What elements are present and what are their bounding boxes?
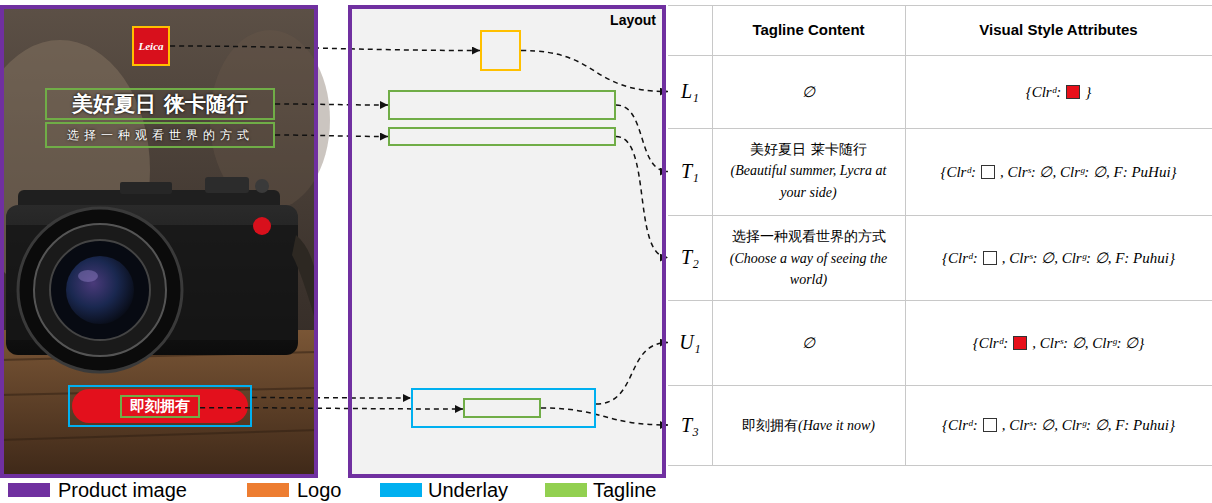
- table-grid: [668, 5, 1212, 466]
- node-text: T₃: [681, 414, 699, 437]
- layout-logo-box: [480, 30, 521, 71]
- legend-text: Underlay: [428, 479, 508, 501]
- table-cell-text: ∅: [802, 84, 815, 100]
- cell-content: {Clrᵈ: , Clrˢ: ∅, Clrᵍ: ∅, F: PuHui}: [940, 161, 1176, 183]
- row-label-cell: T₁: [668, 128, 712, 215]
- table-cell-text: {Clrᵈ:: [1026, 84, 1062, 100]
- dashed-arrow: [252, 397, 411, 399]
- legend-swatch: [8, 483, 50, 497]
- layout-panel: Layout: [348, 5, 666, 478]
- layout-underlay-box: [411, 388, 596, 428]
- node-text: 即刻拥有: [130, 397, 190, 416]
- node-text: T₂: [681, 246, 699, 269]
- table-cell-text: (Choose a way of seeing the world): [730, 251, 887, 288]
- cell-content: ∅: [802, 81, 815, 103]
- dashed-arrow: [275, 135, 388, 137]
- color-swatch: [1013, 336, 1027, 350]
- cell-content: {Clrᵈ: , Clrˢ: ∅, Clrᵍ: ∅}: [973, 332, 1145, 354]
- table-cell-text: 选择一种观看世界的方式: [732, 228, 886, 244]
- cell-content: 即刻拥有(Have it now): [742, 414, 875, 436]
- legend-text: Tagline: [593, 479, 656, 501]
- dashed-arrow: [596, 343, 668, 405]
- color-swatch: [983, 418, 997, 432]
- cell-content: Visual Style Attributes: [979, 19, 1137, 41]
- cell-content: {Clrᵈ:}: [1026, 81, 1092, 103]
- dashed-arrow: [200, 408, 463, 409]
- row-label-cell: T₃: [668, 385, 712, 465]
- tagline-box: 选择一种观看世界的方式: [45, 122, 275, 148]
- node-text: 选择一种观看世界的方式: [67, 127, 254, 144]
- legend-text: Logo: [297, 479, 342, 501]
- table-cell-text: {Clrᵈ:: [940, 164, 976, 180]
- table-cell-text: (Beautiful summer, Lycra at your side): [731, 163, 887, 200]
- table-cell-text: , Clrˢ: ∅, Clrᵍ: ∅, F: Puhui}: [1002, 250, 1175, 266]
- row-label-cell: L₁: [668, 55, 712, 128]
- cell-content: ∅: [802, 332, 815, 354]
- tagline-box: 即刻拥有: [120, 395, 200, 418]
- table-cell: Tagline Content: [712, 5, 905, 55]
- node-text: L₁: [681, 80, 699, 103]
- dashed-arrow: [616, 105, 668, 172]
- table-cell: 即刻拥有(Have it now): [712, 385, 905, 465]
- table-cell-text: 美好夏日 莱卡随行: [726, 141, 891, 159]
- table-cell: 选择一种观看世界的方式 (Choose a way of seeing the w…: [712, 215, 905, 300]
- table-cell-text: (Have it now): [798, 418, 875, 433]
- legend-swatch: [380, 483, 422, 497]
- node-text: T₁: [681, 160, 699, 183]
- layout-tagline-box: [388, 127, 616, 146]
- table-cell-text: {Clrᵈ:: [942, 250, 978, 266]
- cell-content: {Clrᵈ: , Clrˢ: ∅, Clrᵍ: ∅, F: Puhui}: [942, 247, 1175, 269]
- cell-content: 美好夏日 莱卡随行 (Beautiful summer, Lycra at you…: [726, 141, 891, 202]
- layout-ground: [352, 9, 662, 474]
- table-cell-text: , Clrˢ: ∅, Clrᵍ: ∅}: [1032, 335, 1144, 351]
- table-cell-text: }: [1085, 84, 1091, 100]
- table-cell-text: {Clrᵈ:: [973, 335, 1009, 351]
- underlay-box: 即刻拥有: [68, 385, 252, 427]
- row-label-cell: U₁: [668, 300, 712, 385]
- node-text: U₁: [679, 331, 700, 354]
- logo-box: Leica: [132, 26, 170, 66]
- table-cell-text: , Clrˢ: ∅, Clrᵍ: ∅, F: Puhui}: [1002, 417, 1175, 433]
- dashed-arrow: [541, 408, 668, 425]
- node-text: Layout: [610, 12, 656, 28]
- dashed-arrow: [616, 137, 668, 258]
- legend-swatch: [545, 483, 587, 497]
- color-swatch: [983, 251, 997, 265]
- legend-swatch: [247, 483, 289, 497]
- table-cell: {Clrᵈ: , Clrˢ: ∅, Clrᵍ: ∅}: [905, 300, 1212, 385]
- table-cell: ∅: [712, 300, 905, 385]
- color-swatch: [981, 165, 995, 179]
- cell-content: 选择一种观看世界的方式 (Choose a way of seeing the w…: [726, 225, 891, 290]
- row-label-cell: T₂: [668, 215, 712, 300]
- table-cell: {Clrᵈ: , Clrˢ: ∅, Clrᵍ: ∅, F: PuHui}: [905, 128, 1212, 215]
- dashed-arrow: [275, 104, 388, 105]
- table-cell-text: , Clrˢ: ∅, Clrᵍ: ∅, F: PuHui}: [1000, 164, 1177, 180]
- table-cell: 美好夏日 莱卡随行 (Beautiful summer, Lycra at you…: [712, 128, 905, 215]
- node-text: Leica: [138, 40, 163, 52]
- color-swatch: [1066, 85, 1080, 99]
- cell-content: {Clrᵈ: , Clrˢ: ∅, Clrᵍ: ∅, F: Puhui}: [942, 414, 1175, 436]
- table-cell: ∅: [712, 55, 905, 128]
- product-image-panel: Leica 美好夏日 徕卡随行选择一种观看世界的方式即刻拥有: [0, 5, 318, 478]
- table-cell: {Clrᵈ: , Clrˢ: ∅, Clrᵍ: ∅, F: Puhui}: [905, 385, 1212, 465]
- layout-tagline-box: [463, 398, 541, 418]
- dashed-arrow: [170, 46, 480, 51]
- dashed-arrow: [521, 51, 668, 92]
- table-cell: {Clrᵈ:}: [905, 55, 1212, 128]
- table-cell-text: Tagline Content: [752, 21, 864, 38]
- table-cell-text: Visual Style Attributes: [979, 21, 1137, 38]
- table-cell: {Clrᵈ: , Clrˢ: ∅, Clrᵍ: ∅, F: Puhui}: [905, 215, 1212, 300]
- table-cell-text: 即刻拥有: [742, 417, 798, 433]
- node-text: 美好夏日 徕卡随行: [72, 90, 247, 118]
- tagline-box: 美好夏日 徕卡随行: [45, 88, 275, 120]
- table-cell-text: {Clrᵈ:: [942, 417, 978, 433]
- table-cell: Visual Style Attributes: [905, 5, 1212, 55]
- table-cell-text: ∅: [802, 335, 815, 351]
- layout-tagline-box: [388, 90, 616, 120]
- product-photo: [0, 5, 330, 478]
- cell-content: Tagline Content: [752, 19, 864, 41]
- legend-text: Product image: [58, 479, 187, 501]
